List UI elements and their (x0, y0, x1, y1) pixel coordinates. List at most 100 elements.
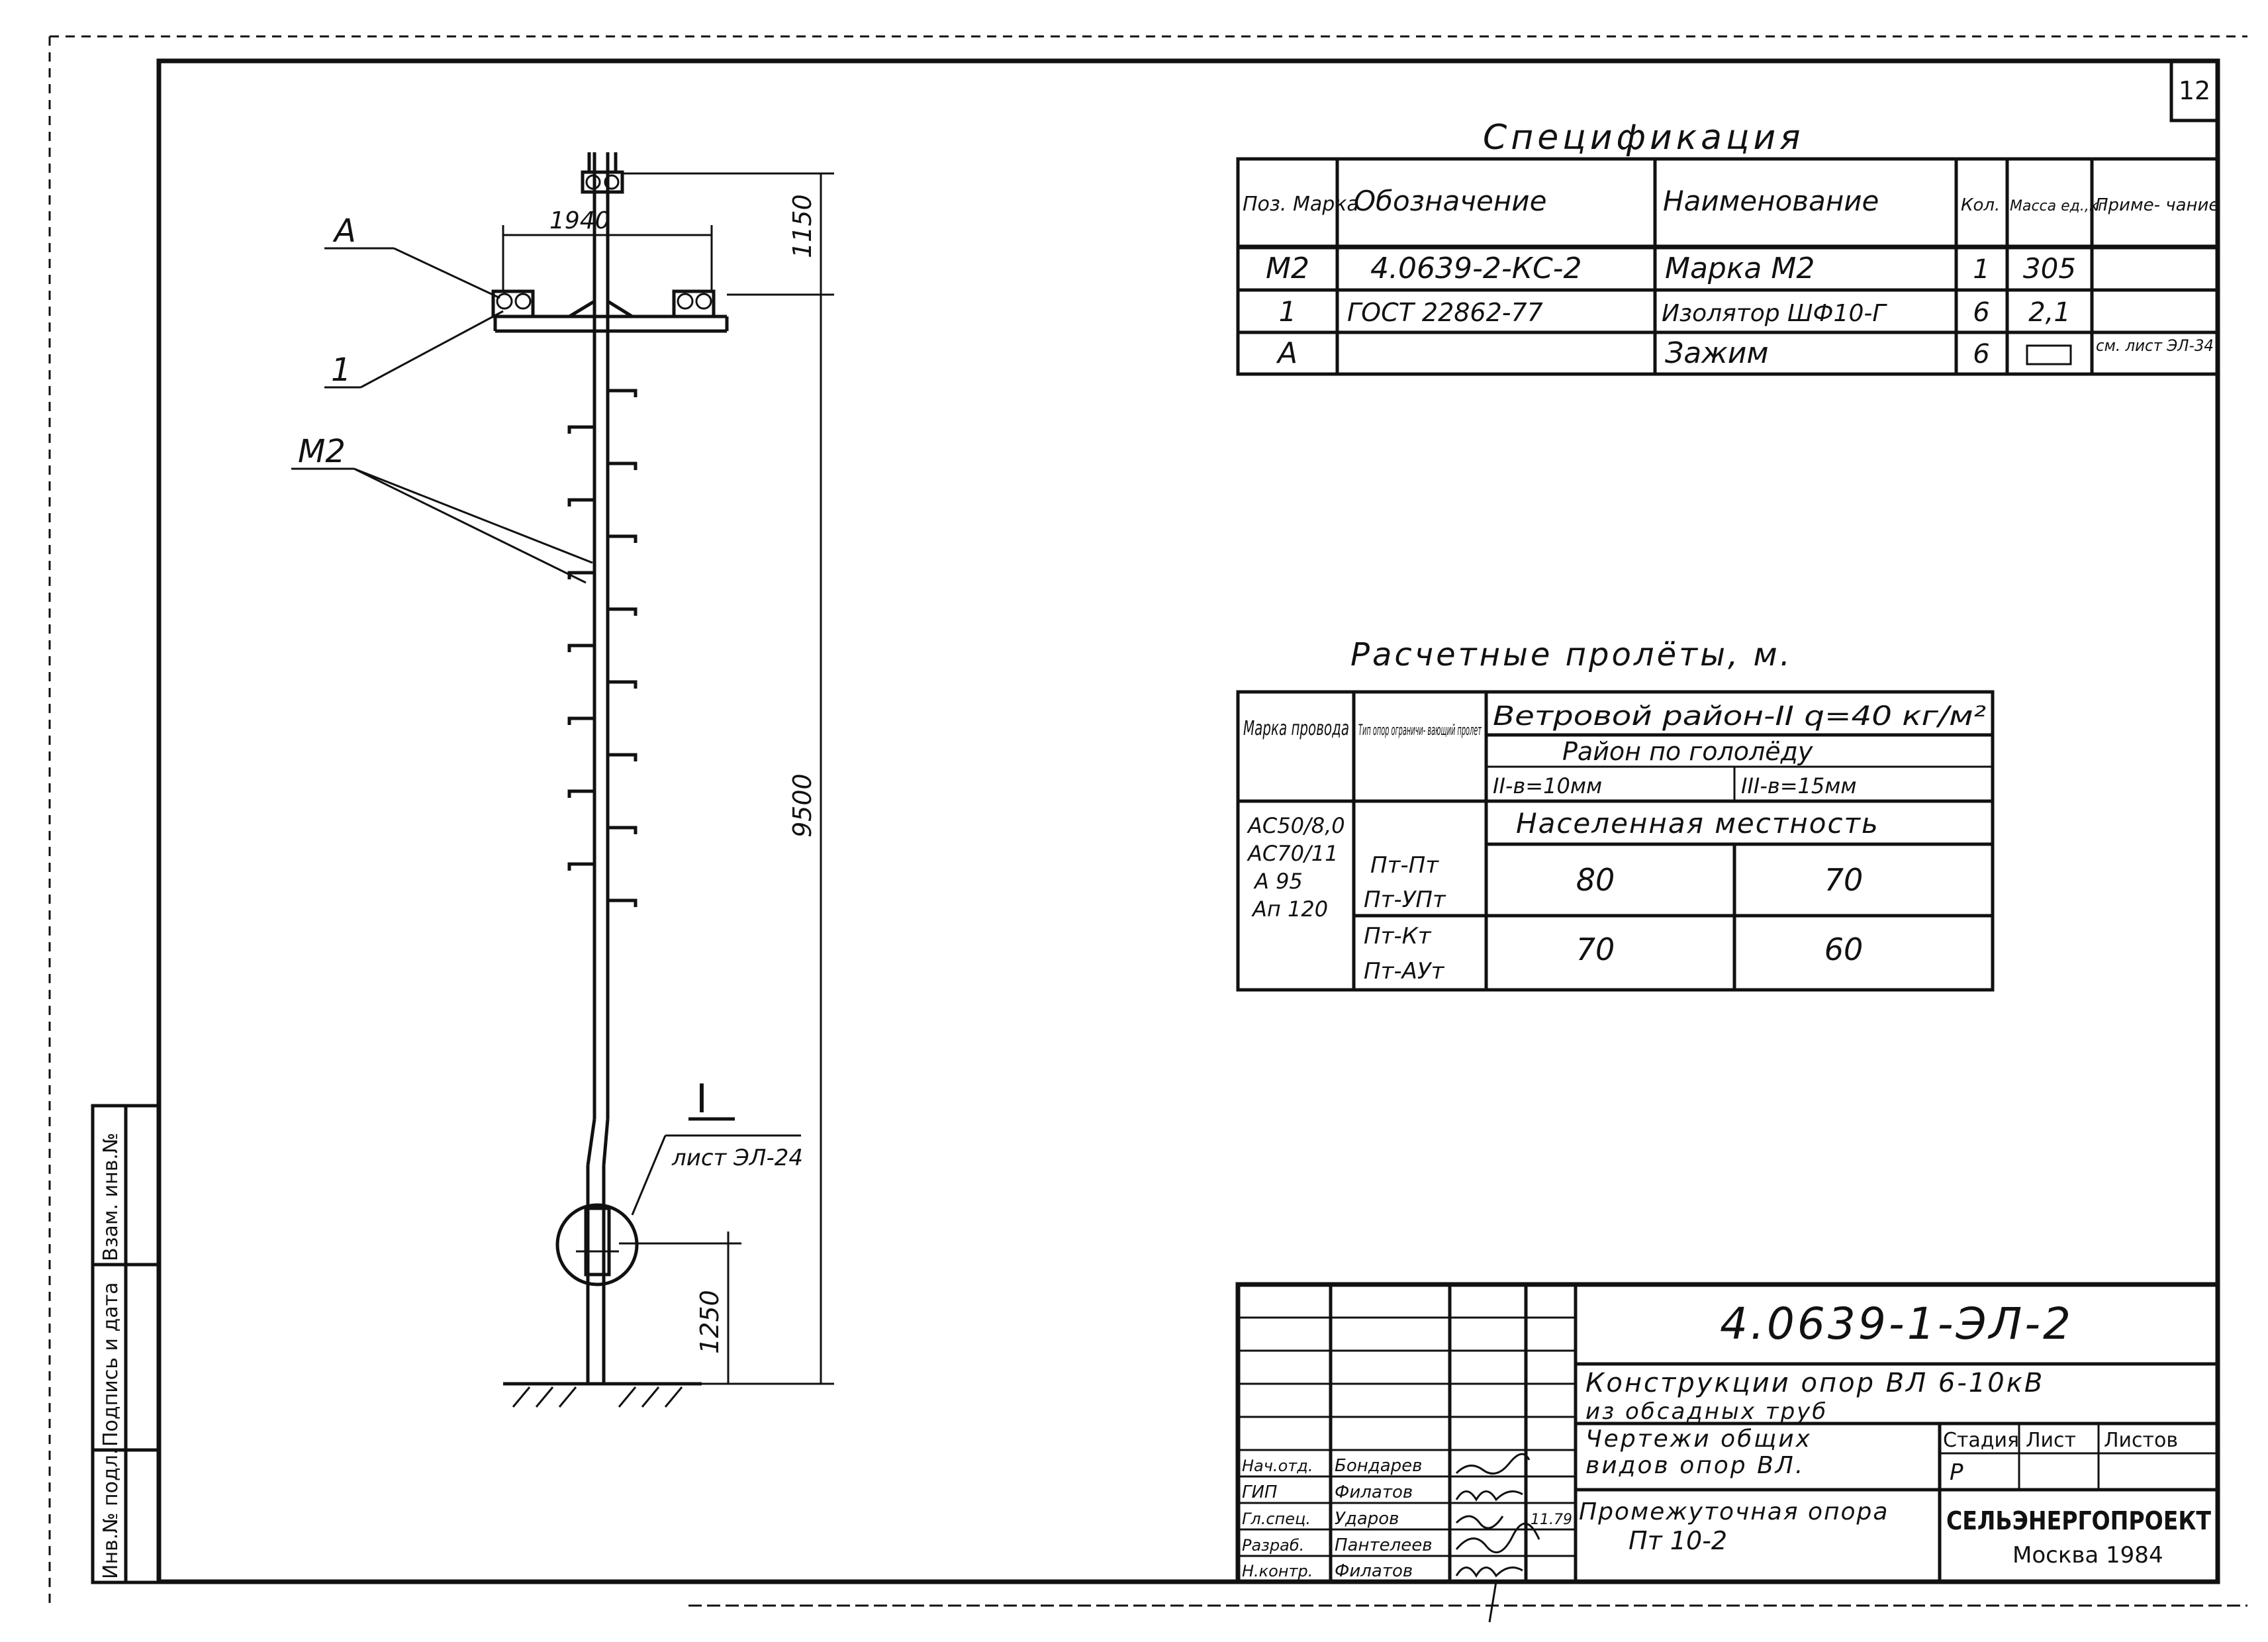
title-line-6: Пт 10-2 (1629, 1526, 1727, 1555)
role-row: Нач.отд. Бондарев (1242, 1456, 1422, 1476)
spec-header: Поз. Марка Обозначение Наименование Кол.… (1243, 185, 2219, 217)
role-title: Разраб. (1242, 1536, 1304, 1555)
spans-h-wire: Марка провода (1243, 717, 1349, 740)
label-1: 1 (331, 352, 352, 389)
label-A: А (332, 213, 356, 250)
role-row: Гл.спец. Ударов (1242, 1509, 1399, 1529)
spec-row: А Зажим 6 см. лист ЭЛ-34 (1276, 336, 2214, 370)
sheet-frame (48, 35, 2247, 1609)
spans-ice-a: II-в=10мм (1493, 773, 1602, 798)
support-type: Пт-УПт (1364, 887, 1446, 913)
spans-h-type: Тип опор ограничи- вающий пролет (1358, 722, 1482, 739)
spec-cell: 1 (1973, 254, 1989, 285)
title-line-1: Конструкции опор ВЛ 6-10кВ (1585, 1368, 2044, 1398)
spec-title: Спецификация (1483, 118, 1805, 158)
side-stamp-replace: Взам. инв.№ (99, 1133, 122, 1261)
support-type: Пт-АУт (1364, 958, 1445, 985)
spans-ice-b: III-в=15мм (1741, 773, 1857, 798)
spec-cell: Зажим (1665, 336, 1769, 370)
span-value: 80 (1576, 862, 1615, 898)
spans-row: Пт-Кт Пт-АУт 70 60 (1364, 923, 1863, 985)
spans-wind: Ветровой район-II q=40 кг/м² (1493, 701, 1986, 732)
dim-bottom: 1250 (695, 1290, 724, 1354)
crossarm (491, 289, 729, 333)
role-name: Филатов (1335, 1482, 1413, 1502)
spec-cell: Марка М2 (1665, 252, 1815, 285)
ground-line (503, 1382, 702, 1408)
pole-shaft (586, 152, 610, 1384)
support-type: Пт-Пт (1370, 852, 1439, 879)
spec-h-code: Обозначение (1354, 185, 1546, 217)
spans-ice: Район по гололёду (1562, 737, 1813, 766)
dim-top: 1940 (549, 207, 610, 234)
role-name: Ударов (1335, 1509, 1399, 1529)
side-stamp: Инв.№ подл. Подпись и дата Взам. инв.№ (91, 1104, 161, 1584)
label-M2: М2 (298, 433, 346, 470)
spec-cell: 6 (1973, 339, 1989, 369)
spec-h-mass: Масса ед.,кг (2010, 198, 2106, 215)
wire-item: Ап 120 (1251, 896, 1328, 922)
spans-title: Расчетные пролёты, м. (1350, 636, 1793, 673)
title-line-2: из обсадных труб (1585, 1398, 1828, 1425)
spec-cell: Изолятор ШФ10-Г (1662, 300, 1887, 327)
spec-h-name: Наименование (1663, 185, 1879, 217)
role-row: ГИП Филатов (1242, 1482, 1413, 1502)
pole-drawing: I лист ЭЛ-24 А 1 М2 1940 1150 (291, 152, 834, 1408)
spec-h-pos: Поз. Марка (1243, 193, 1359, 216)
wire-list: АС50/8,0 АС70/11 А 95 Ап 120 (1247, 813, 1345, 922)
role-row: Н.контр. Филатов (1242, 1561, 1413, 1581)
leaders: А 1 М2 (291, 213, 593, 584)
spec-cell: 2,1 (2028, 297, 2071, 328)
spec-cell: 1 (1279, 295, 1297, 328)
spec-cell: М2 (1266, 252, 1309, 285)
sign-date: 11.79 (1531, 1512, 1572, 1528)
role-title: Нач.отд. (1242, 1457, 1313, 1475)
side-stamp-sign: Подпись и дата (99, 1282, 122, 1447)
spec-cell: 305 (2023, 252, 2076, 285)
span-value: 60 (1824, 932, 1864, 967)
spec-cell: ГОСТ 22862-77 (1347, 298, 1543, 327)
spec-cell: см. лист ЭЛ-34 (2096, 336, 2214, 355)
spec-row: М2 4.0639-2-КС-2 Марка М2 1 305 (1266, 252, 2076, 285)
spans-area: Населенная местность (1516, 807, 1879, 840)
wire-item: АС50/8,0 (1247, 813, 1345, 838)
title-line-5: Промежуточная опора (1579, 1498, 1889, 1525)
role-title: ГИП (1242, 1482, 1278, 1502)
spans-row: Пт-Пт Пт-УПт 80 70 (1364, 852, 1863, 913)
sheet-number-box: 12 (2169, 59, 2220, 122)
spec-h-note: Приме- чание (2095, 195, 2219, 215)
org-name: СЕЛЬЭНЕРГОПРОЕКТ (1946, 1506, 2211, 1535)
sheet-header: Лист (2026, 1429, 2076, 1452)
dim-main: 9500 (788, 773, 817, 838)
span-value: 70 (1824, 862, 1864, 898)
role-title: Н.контр. (1242, 1562, 1313, 1580)
role-title: Гл.спец. (1242, 1510, 1311, 1528)
wire-item: АС70/11 (1247, 841, 1338, 866)
detail-sheet-ref: лист ЭЛ-24 (671, 1145, 803, 1171)
spec-cell: А (1276, 336, 1298, 370)
role-name: Бондарев (1335, 1456, 1422, 1476)
stage-value: Р (1950, 1459, 1963, 1486)
dim-upper: 1150 (788, 194, 817, 258)
climbing-steps (567, 389, 638, 907)
sheets-header: Листов (2104, 1429, 2178, 1452)
role-row: Разраб. Пантелеев (1242, 1535, 1433, 1555)
dimensions: 1940 1150 9500 1250 (502, 172, 834, 1385)
title-line-3: Чертежи общих (1585, 1425, 1812, 1453)
spans-table: Расчетные пролёты, м. Марка провода Тип … (1236, 636, 1995, 992)
spec-table: Спецификация Поз. Марка Обозначение Наим… (1236, 118, 2220, 376)
spec-cell: 4.0639-2-КС-2 (1370, 252, 1582, 285)
detail-label: I (696, 1076, 708, 1122)
spec-h-qty: Кол. (1961, 195, 2000, 215)
org-city: Москва 1984 (2012, 1542, 2163, 1569)
signatures (1455, 1453, 1540, 1623)
support-type: Пт-Кт (1364, 923, 1432, 949)
title-line-4: видов опор ВЛ. (1585, 1452, 1805, 1479)
role-name: Пантелеев (1335, 1535, 1433, 1555)
top-insulator (581, 152, 624, 194)
detail-circle: I лист ЭЛ-24 (555, 1076, 803, 1286)
wire-item: А 95 (1253, 869, 1303, 894)
spec-cell: 6 (1973, 297, 1989, 328)
clamp-symbol (2026, 344, 2072, 365)
